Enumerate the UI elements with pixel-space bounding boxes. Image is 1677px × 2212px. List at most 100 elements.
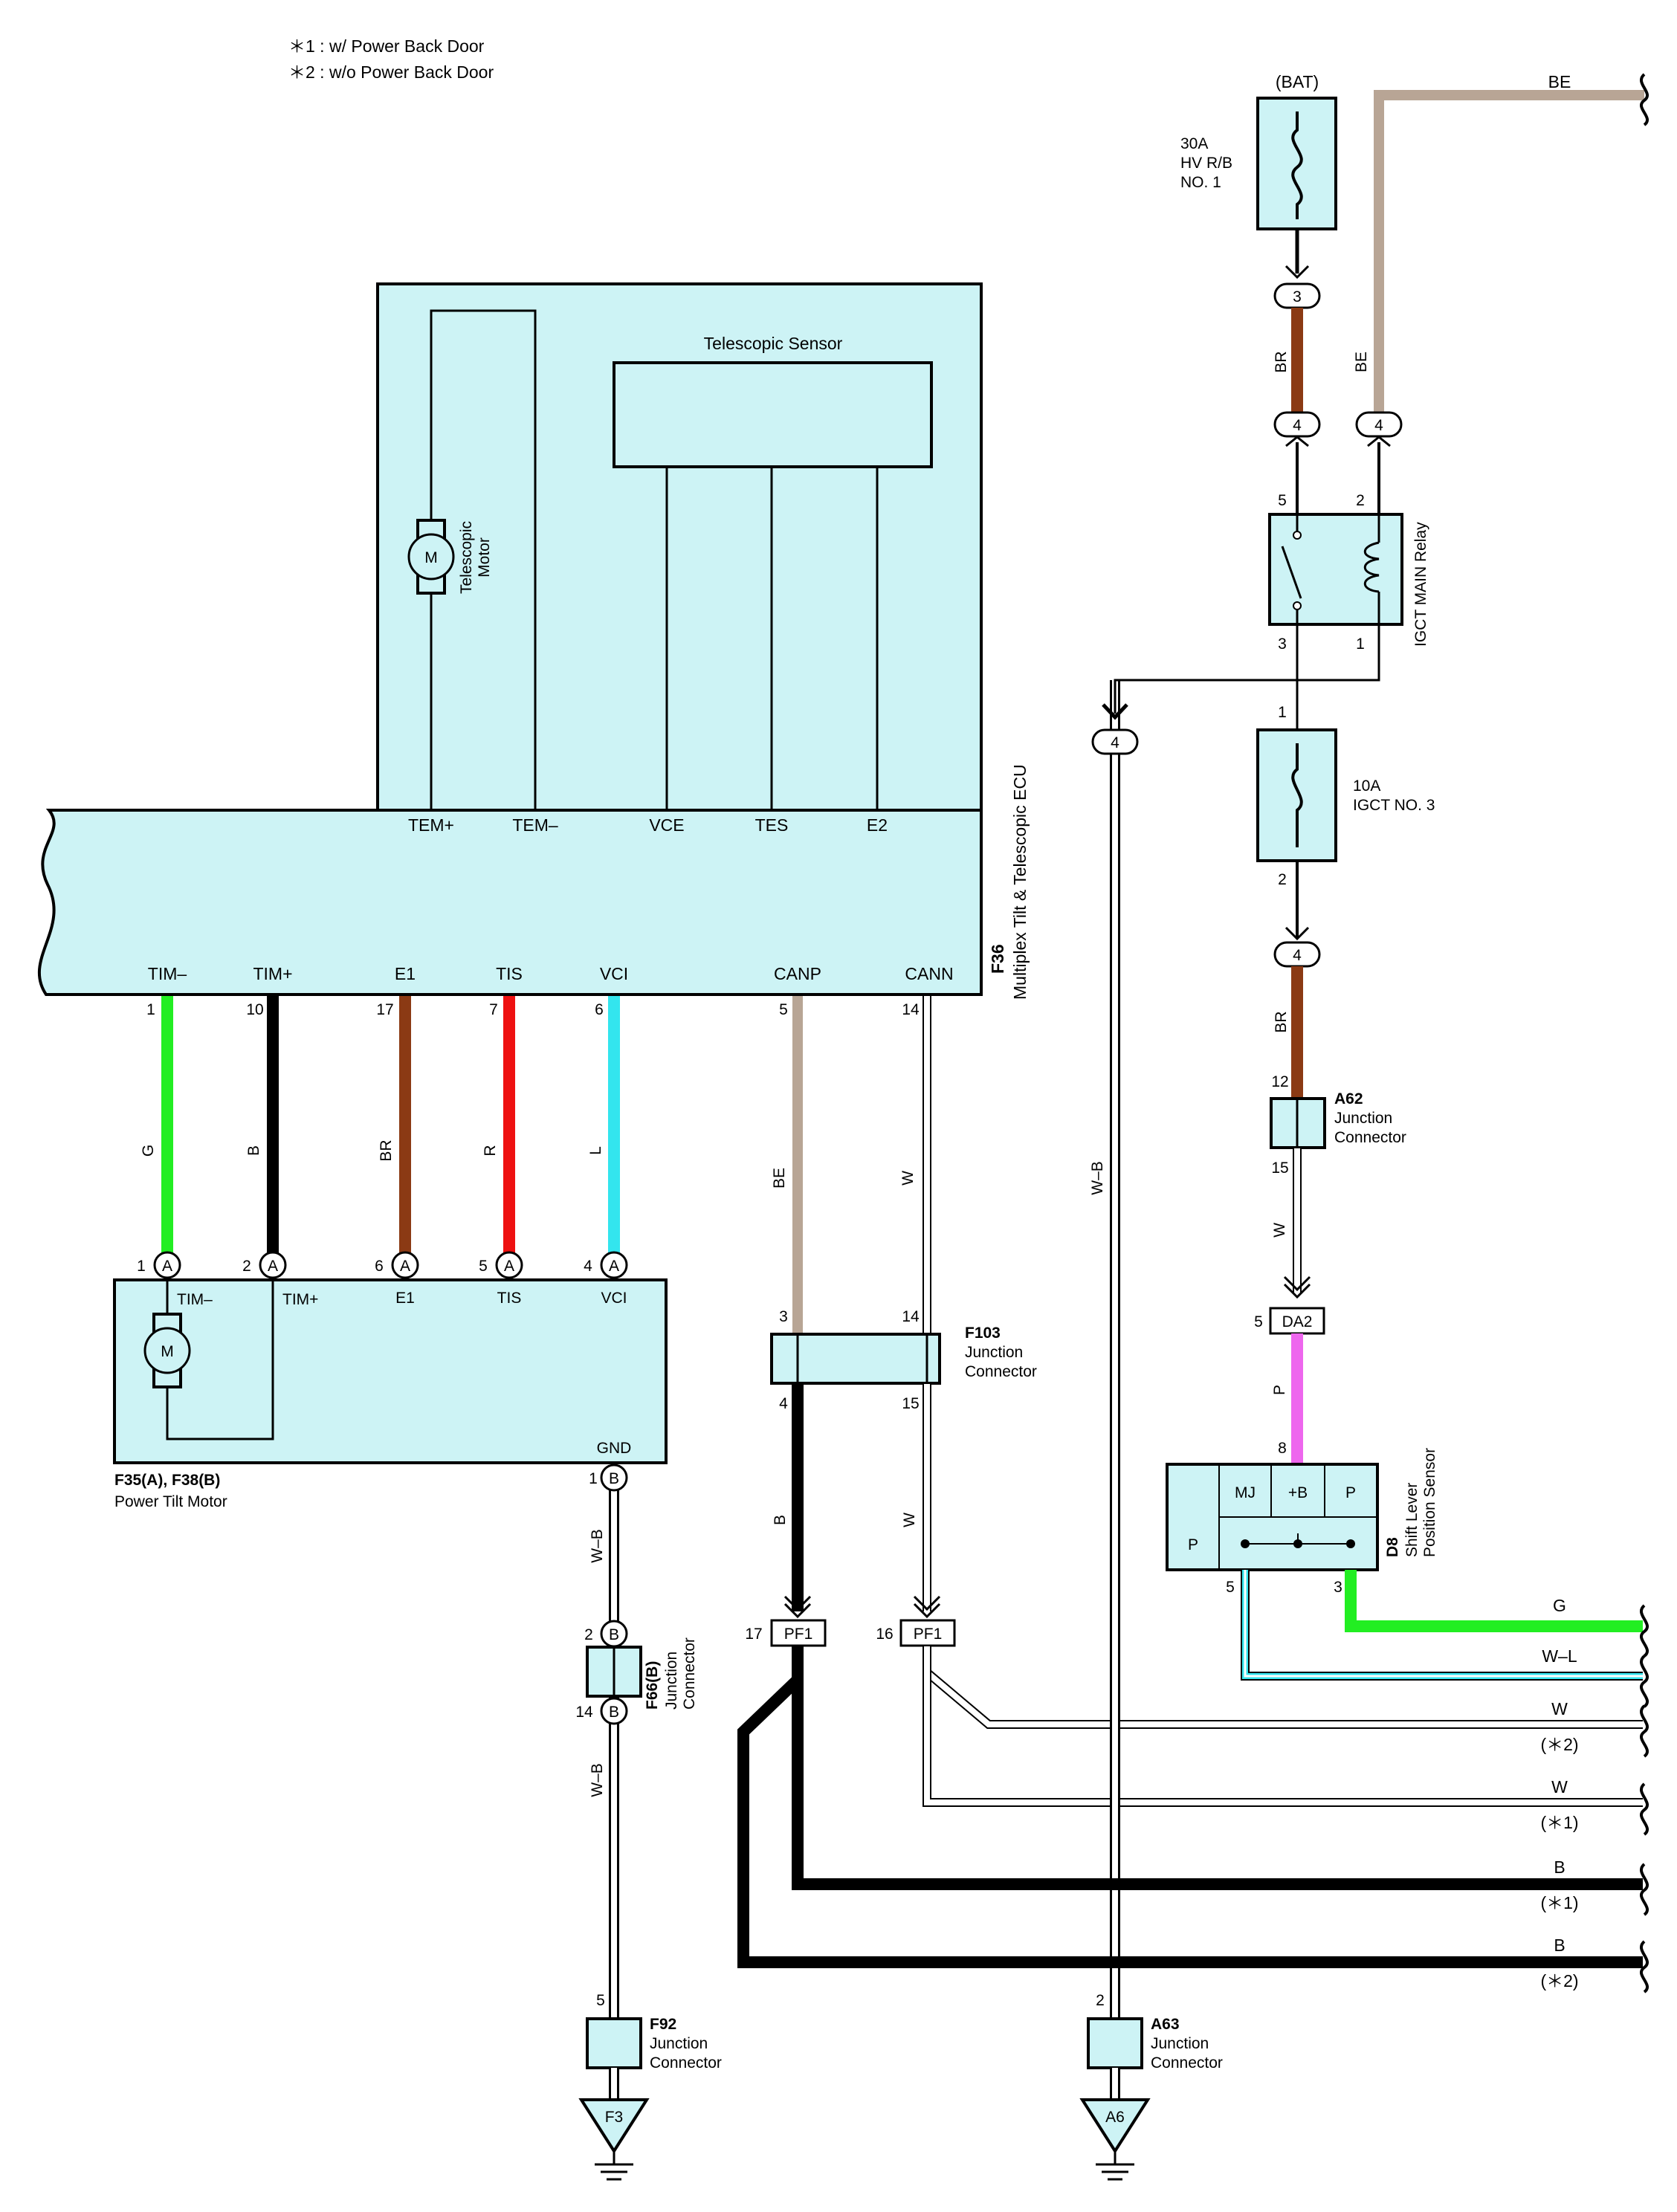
- svg-text:3: 3: [1334, 1579, 1342, 1596]
- ecu-top-pin-e2: E2: [867, 815, 888, 835]
- tilt-motor-pin-circles: [153, 1251, 628, 1279]
- telescopic-motor-label: TelescopicMotor: [458, 521, 493, 594]
- ecu-pin-tim-plus: TIM+: [253, 964, 292, 983]
- break-marks: [1640, 73, 1649, 1993]
- telescopic-motor-icon: [407, 533, 455, 581]
- svg-text:4: 4: [1293, 947, 1302, 964]
- svg-text:B: B: [1554, 1936, 1565, 1955]
- svg-text:PF1: PF1: [784, 1626, 813, 1643]
- svg-text:10A: 10A: [1353, 777, 1380, 795]
- svg-text:A: A: [400, 1258, 410, 1275]
- svg-text:5: 5: [1254, 1313, 1263, 1330]
- svg-text:W–B: W–B: [589, 1529, 606, 1563]
- tilt-motor-code: F35(A), F38(B): [114, 1472, 220, 1489]
- svg-text:W: W: [901, 1513, 918, 1527]
- svg-text:30A: 30A: [1180, 135, 1208, 152]
- svg-text:B: B: [609, 1626, 619, 1643]
- svg-text:1: 1: [146, 1001, 155, 1018]
- svg-text:15: 15: [902, 1395, 919, 1412]
- svg-text:3: 3: [1293, 288, 1302, 305]
- svg-text:1: 1: [1356, 636, 1365, 653]
- wire-g-right: [1345, 1570, 1643, 1632]
- ecu-pin-vci: VCI: [600, 964, 628, 983]
- svg-text:8: 8: [1278, 1440, 1287, 1457]
- telescopic-sensor-label: Telescopic Sensor: [704, 334, 843, 353]
- svg-text:BR: BR: [1273, 351, 1290, 372]
- svg-text:Connector: Connector: [650, 2054, 722, 2072]
- a63-connector: [1087, 2017, 1143, 2069]
- svg-text:3: 3: [779, 1308, 788, 1325]
- svg-text:W: W: [1551, 1699, 1568, 1718]
- svg-text:14: 14: [575, 1704, 593, 1721]
- svg-text:2: 2: [242, 1258, 251, 1275]
- svg-text:17: 17: [376, 1001, 393, 1018]
- ecu-name: Multiplex Tilt & Telescopic ECU: [1010, 764, 1030, 1000]
- f66-name: JunctionConnector: [663, 1637, 698, 1710]
- wire-b-star1: [792, 1646, 1643, 1890]
- pf1-connector-left: [770, 1619, 827, 1647]
- svg-text:1: 1: [589, 1470, 598, 1487]
- svg-text:NO. 1: NO. 1: [1180, 174, 1221, 191]
- svg-text:6: 6: [595, 1001, 604, 1018]
- svg-text:6: 6: [375, 1258, 384, 1275]
- svg-text:A: A: [162, 1258, 172, 1275]
- svg-text:5: 5: [479, 1258, 488, 1275]
- a62-code: A62: [1334, 1090, 1363, 1107]
- a6-ground: [1079, 2098, 1151, 2154]
- relay-switch-icon: [1281, 514, 1302, 624]
- ground-symbol-a6: [1096, 2151, 1134, 2181]
- svg-text:P: P: [1271, 1385, 1288, 1395]
- svg-text:W–B: W–B: [1089, 1161, 1106, 1195]
- svg-text:16: 16: [876, 1626, 893, 1643]
- chevrons-pf1: [783, 1595, 941, 1619]
- ecu-pin-cann: CANN: [905, 964, 953, 983]
- svg-text:(＊1): (＊1): [1540, 1813, 1578, 1832]
- svg-text:Junction: Junction: [965, 1344, 1023, 1361]
- svg-text:A: A: [268, 1258, 278, 1275]
- svg-text:1: 1: [1278, 704, 1287, 721]
- svg-text:BE: BE: [1548, 72, 1571, 91]
- svg-text:G: G: [140, 1145, 157, 1157]
- svg-text:B: B: [609, 1470, 619, 1487]
- svg-text:+B: +B: [1288, 1484, 1308, 1501]
- f103-connector: [770, 1333, 941, 1385]
- f103-code: F103: [965, 1325, 1001, 1342]
- svg-text:Connector: Connector: [1151, 2054, 1223, 2072]
- d8-switch-contacts: [1241, 1533, 1355, 1548]
- svg-text:TIM–: TIM–: [177, 1291, 213, 1308]
- fuse-30a-icon: [1291, 111, 1303, 219]
- svg-text:TIM+: TIM+: [282, 1291, 318, 1308]
- svg-text:4: 4: [584, 1258, 592, 1275]
- ecu-pin-canp: CANP: [774, 964, 821, 983]
- svg-text:5: 5: [779, 1001, 788, 1018]
- svg-text:IGCT NO. 3: IGCT NO. 3: [1353, 797, 1435, 814]
- svg-text:4: 4: [1111, 734, 1119, 751]
- svg-text:(＊1): (＊1): [1540, 1893, 1578, 1912]
- svg-text:F3: F3: [605, 2109, 624, 2126]
- svg-text:E1: E1: [395, 1290, 415, 1307]
- svg-text:DA2: DA2: [1282, 1313, 1313, 1330]
- bat-label: (BAT): [1276, 72, 1319, 91]
- svg-text:2: 2: [584, 1626, 593, 1643]
- svg-text:12: 12: [1271, 1073, 1288, 1090]
- svg-text:Junction: Junction: [1151, 2035, 1209, 2052]
- svg-text:HV R/B: HV R/B: [1180, 155, 1232, 172]
- svg-text:2: 2: [1096, 1992, 1105, 2009]
- telescopic-sensor-box: [613, 361, 933, 468]
- svg-text:2: 2: [1278, 871, 1287, 888]
- svg-text:B: B: [1554, 1857, 1565, 1877]
- svg-text:5: 5: [1278, 492, 1287, 509]
- svg-text:G: G: [1553, 1596, 1566, 1615]
- svg-text:BE: BE: [1353, 352, 1370, 372]
- a63-code: A63: [1151, 2016, 1180, 2033]
- svg-text:7: 7: [489, 1001, 498, 1018]
- svg-text:Junction: Junction: [650, 2035, 708, 2052]
- relay-coil-icon: [1363, 514, 1380, 624]
- wire-w-star2: [924, 1646, 1643, 1727]
- svg-text:4: 4: [1374, 417, 1383, 434]
- f66-code: F66(B): [644, 1661, 661, 1710]
- svg-text:14: 14: [902, 1308, 920, 1325]
- f92-connector: [586, 2017, 642, 2069]
- svg-text:R: R: [482, 1145, 499, 1156]
- ecu-pin-tim-minus: TIM–: [148, 964, 187, 983]
